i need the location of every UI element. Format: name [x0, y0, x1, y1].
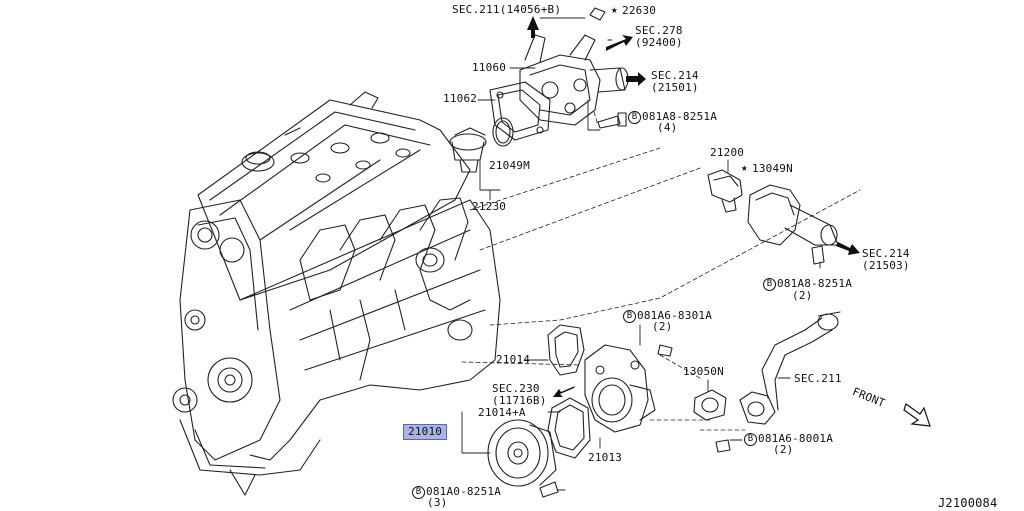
label-bolt-e-qty: (3)	[427, 496, 448, 509]
star-icon: ★	[611, 3, 618, 16]
direction-arrows	[527, 16, 860, 397]
bolt-marker-a: B	[628, 111, 641, 124]
label-sec214-top-sub: (21501)	[651, 81, 699, 94]
label-11062: 11062	[443, 92, 478, 105]
label-21010-highlighted[interactable]: 21010	[403, 424, 448, 440]
label-sec214-right: SEC.214	[862, 247, 910, 260]
arrow-sec230	[553, 386, 575, 397]
label-bolt-c-qty: (2)	[652, 320, 673, 333]
outlet-pipe-drawing	[707, 169, 839, 265]
label-11060: 11060	[472, 61, 507, 74]
dashed-assembly-lines	[461, 111, 861, 431]
label-13050n: 13050N	[683, 365, 724, 378]
diagram-code: J2100084	[938, 496, 998, 510]
bolt-marker-e: B	[412, 486, 425, 499]
label-bolt-e: 081A0-8251A	[426, 485, 502, 498]
label-sec278: SEC.278	[635, 24, 683, 37]
front-arrow	[903, 403, 931, 427]
label-21014a: 21014+A	[478, 406, 526, 419]
label-bolt-c: 081A6-8301A	[637, 309, 713, 322]
label-sec278-sub: (92400)	[635, 36, 683, 49]
label-21013: 21013	[588, 451, 623, 464]
arrow-up-sec211	[527, 16, 539, 38]
label-bolt-d-qty: (2)	[773, 443, 794, 456]
label-21049m: 21049M	[489, 159, 530, 172]
label-sec211-top: SEC.211(14056+B)	[452, 3, 562, 16]
label-bolt-d: 081A6-8001A	[758, 432, 834, 445]
label-bolt-a-qty: (4)	[657, 121, 678, 134]
label-21014: 21014	[496, 353, 531, 366]
arrow-sec214-right	[836, 242, 860, 255]
leader-lines	[461, 17, 821, 491]
arrow-sec214-top	[626, 72, 646, 86]
label-21230: 21230	[472, 200, 507, 213]
label-sec214-right-sub: (21503)	[862, 259, 910, 272]
arrow-sec278	[606, 35, 633, 51]
label-sec214-top: SEC.214	[651, 69, 699, 82]
bolt-marker-d: B	[744, 433, 757, 446]
label-21200: 21200	[710, 146, 745, 159]
bolt-marker-b: B	[763, 278, 776, 291]
water-pump-drawing	[487, 311, 841, 498]
label-bolt-b: 081A8-8251A	[777, 277, 853, 290]
label-sec230: SEC.230	[492, 382, 540, 395]
label-bolt-a: 081A8-8251A	[642, 110, 718, 123]
engine-block-drawing	[172, 91, 501, 496]
thermostat-housing-drawing	[449, 7, 629, 173]
label-bolt-b-qty: (2)	[792, 289, 813, 302]
label-13049n: 13049N	[752, 162, 793, 175]
star-icon-2: ★	[741, 161, 748, 174]
bolt-marker-c: B	[623, 310, 636, 323]
label-22630: 22630	[622, 4, 657, 17]
label-sec230-sub: (11716B)	[492, 394, 547, 407]
label-sec211-right: SEC.211	[794, 372, 842, 385]
